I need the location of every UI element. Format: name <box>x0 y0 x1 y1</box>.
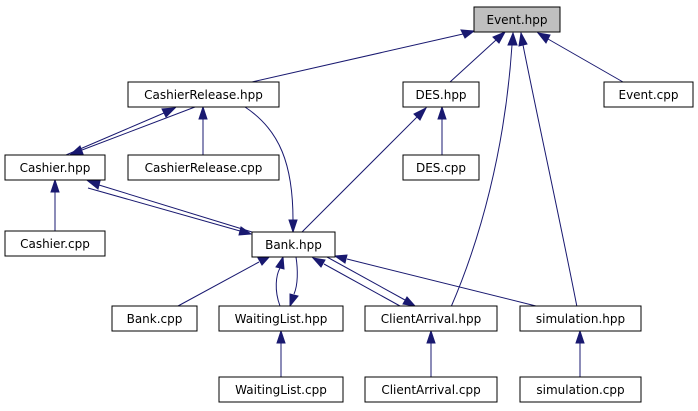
edge-clientarrival-cpp-to-clientarrival-hpp <box>426 329 436 377</box>
node-label: Event.hpp <box>486 13 547 27</box>
node-cashier-hpp[interactable]: Cashier.hpp <box>4 154 106 181</box>
nodes: Event.hpp CashierRelease.hpp DES.hpp Eve… <box>4 6 694 403</box>
node-label: Cashier.cpp <box>20 237 90 251</box>
node-label: CashierRelease.hpp <box>144 88 263 102</box>
node-label: Cashier.hpp <box>20 161 91 175</box>
edge-bank-hpp-to-des-hpp <box>301 106 428 233</box>
node-simulation-cpp[interactable]: simulation.cpp <box>519 376 642 403</box>
edge-cashier-hpp-to-bank-hpp <box>87 187 253 236</box>
edge-cashierrelease-cpp-to-cashierrelease-hpp <box>198 105 208 155</box>
edge-des-cpp-to-des-hpp <box>437 105 447 155</box>
node-label: simulation.cpp <box>536 383 624 397</box>
node-cashier-cpp[interactable]: Cashier.cpp <box>4 230 106 257</box>
node-label: CashierRelease.cpp <box>145 161 263 175</box>
edges <box>50 29 624 377</box>
edge-cashier-hpp-to-cashierrelease-hpp <box>65 107 177 156</box>
node-label: simulation.hpp <box>536 312 625 326</box>
node-des-cpp[interactable]: DES.cpp <box>402 154 480 181</box>
node-label: ClientArrival.hpp <box>381 312 481 326</box>
node-clientarrival-cpp[interactable]: ClientArrival.cpp <box>364 376 498 403</box>
node-label: WaitingList.hpp <box>235 312 328 326</box>
edge-simulation-hpp-to-event-hpp <box>518 31 578 308</box>
edge-cashier-cpp-to-cashier-hpp <box>50 178 60 231</box>
node-label: Event.cpp <box>618 88 678 102</box>
edge-cashierrelease-hpp-to-bank-hpp <box>244 106 298 234</box>
node-label: Bank.cpp <box>127 312 183 326</box>
node-label: DES.hpp <box>415 88 466 102</box>
node-label: DES.cpp <box>416 161 466 175</box>
node-waitinglist-cpp[interactable]: WaitingList.cpp <box>218 376 344 403</box>
node-waitinglist-hpp[interactable]: WaitingList.hpp <box>218 305 344 332</box>
edge-clientarrival-hpp-to-bank-hpp <box>311 257 401 307</box>
edge-des-hpp-to-event-hpp <box>449 30 507 83</box>
node-event-cpp[interactable]: Event.cpp <box>603 81 694 108</box>
node-des-hpp[interactable]: DES.hpp <box>402 81 480 108</box>
edge-bank-hpp-to-cashier-hpp <box>86 180 253 233</box>
edge-waitinglist-hpp-to-bank-hpp <box>275 255 285 307</box>
node-simulation-hpp[interactable]: simulation.hpp <box>519 305 642 332</box>
node-cashierrelease-cpp[interactable]: CashierRelease.cpp <box>127 154 280 181</box>
node-cashierrelease-hpp[interactable]: CashierRelease.hpp <box>127 81 280 108</box>
node-bank-hpp[interactable]: Bank.hpp <box>251 231 336 258</box>
edge-waitinglist-cpp-to-waitinglist-hpp <box>276 329 286 377</box>
edge-simulation-cpp-to-simulation-hpp <box>575 329 585 377</box>
edge-cashierrelease-hpp-to-event-hpp <box>251 29 476 83</box>
node-label: WaitingList.cpp <box>235 383 327 397</box>
node-clientarrival-hpp[interactable]: ClientArrival.hpp <box>364 305 498 332</box>
node-label: ClientArrival.cpp <box>381 383 480 397</box>
edge-event-cpp-to-event-hpp <box>536 32 624 83</box>
node-label: Bank.hpp <box>265 238 322 252</box>
edge-bank-hpp-to-waitinglist-hpp <box>289 256 299 308</box>
edge-bank-cpp-to-bank-hpp <box>177 255 272 307</box>
node-bank-cpp[interactable]: Bank.cpp <box>111 305 198 332</box>
edge-bank-hpp-to-clientarrival-hpp <box>326 256 417 307</box>
edge-simulation-hpp-to-bank-hpp <box>333 254 541 308</box>
edge-clientarrival-hpp-to-event-hpp <box>450 31 518 308</box>
node-event-hpp[interactable]: Event.hpp <box>473 6 561 33</box>
edge-cashierrelease-hpp-to-cashier-hpp <box>69 106 196 155</box>
